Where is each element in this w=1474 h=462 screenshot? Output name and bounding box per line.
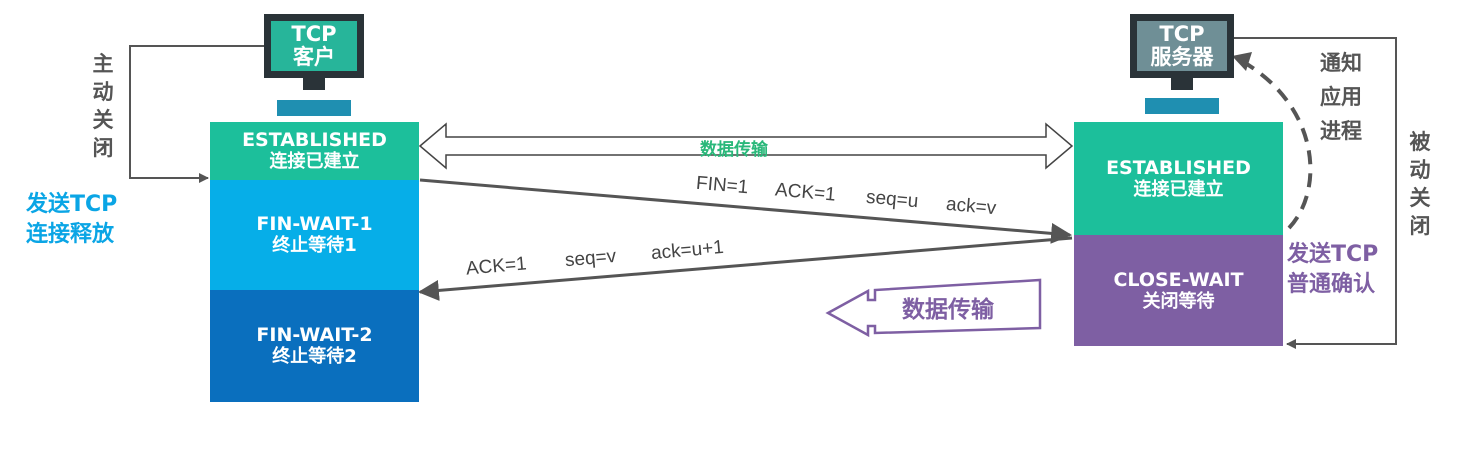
two-way-transfer-label: 数据传输 xyxy=(700,140,768,160)
client-send-label-line2: 连接释放 xyxy=(26,222,115,247)
client-title-line2: 客户 xyxy=(293,45,335,69)
server-send-label-line1: 发送TCP xyxy=(1287,242,1379,267)
client-state-fin-wait-2-zh: 终止等待2 xyxy=(272,346,357,367)
server-computer-icon: TCP 服务器 xyxy=(1130,14,1234,78)
server-state-close-wait: CLOSE-WAIT 关闭等待 xyxy=(1074,235,1283,346)
ack-seq-label: seq=v xyxy=(564,245,618,272)
client-state-fin-wait-1-zh: 终止等待1 xyxy=(272,235,357,256)
client-send-label: 发送TCP 连接释放 xyxy=(26,190,117,250)
server-send-label: 发送TCP 普通确认 xyxy=(1287,240,1378,300)
fin-segment-arrow xyxy=(419,178,1073,244)
server-computer-base xyxy=(1145,98,1219,114)
server-state-established: ESTABLISHED 连接已建立 xyxy=(1074,122,1283,235)
client-state-fin-wait-1: FIN-WAIT-1 终止等待1 xyxy=(210,180,419,290)
fin-seq-label: seq=u xyxy=(865,186,920,213)
client-state-established-zh: 连接已建立 xyxy=(269,151,360,172)
server-title-line1: TCP xyxy=(1159,22,1205,46)
one-way-transfer-arrow xyxy=(825,278,1042,338)
server-state-established-en: ESTABLISHED xyxy=(1106,156,1251,179)
client-state-established-en: ESTABLISHED xyxy=(242,129,387,151)
client-computer-neck xyxy=(303,78,325,90)
two-way-transfer-arrow xyxy=(418,122,1074,170)
client-active-close-label: 主动关闭 xyxy=(92,52,114,160)
ack-segment-arrow xyxy=(417,236,1073,301)
fin-flag-label: FIN=1 xyxy=(695,172,750,199)
client-state-established: ESTABLISHED 连接已建立 xyxy=(210,122,419,180)
client-state-fin-wait-2-en: FIN-WAIT-2 xyxy=(256,324,373,346)
server-state-close-wait-en: CLOSE-WAIT xyxy=(1113,268,1244,291)
server-state-established-zh: 连接已建立 xyxy=(1133,178,1224,200)
client-send-label-line1: 发送TCP xyxy=(26,192,118,217)
client-title-line1: TCP xyxy=(291,22,337,46)
server-send-label-line2: 普通确认 xyxy=(1287,272,1376,297)
server-passive-close-label: 被动关闭 xyxy=(1409,130,1431,238)
server-passive-connector xyxy=(1233,37,1397,349)
server-state-close-wait-zh: 关闭等待 xyxy=(1142,290,1215,312)
client-computer-base xyxy=(277,100,351,116)
client-state-fin-wait-1-en: FIN-WAIT-1 xyxy=(256,213,373,235)
notify-arrowhead xyxy=(1232,52,1252,71)
fin-acknum-label: ack=v xyxy=(945,193,998,220)
server-title-line2: 服务器 xyxy=(1150,45,1214,69)
client-close-connector xyxy=(129,45,264,183)
client-state-fin-wait-2: FIN-WAIT-2 终止等待2 xyxy=(210,290,419,402)
client-computer-icon: TCP 客户 xyxy=(264,14,364,78)
server-notify-label: 通知应用进程 xyxy=(1320,51,1362,143)
one-way-transfer-label: 数据传输 xyxy=(902,297,994,323)
notify-dashed-arrow xyxy=(1239,58,1313,230)
server-computer-neck xyxy=(1171,78,1193,90)
